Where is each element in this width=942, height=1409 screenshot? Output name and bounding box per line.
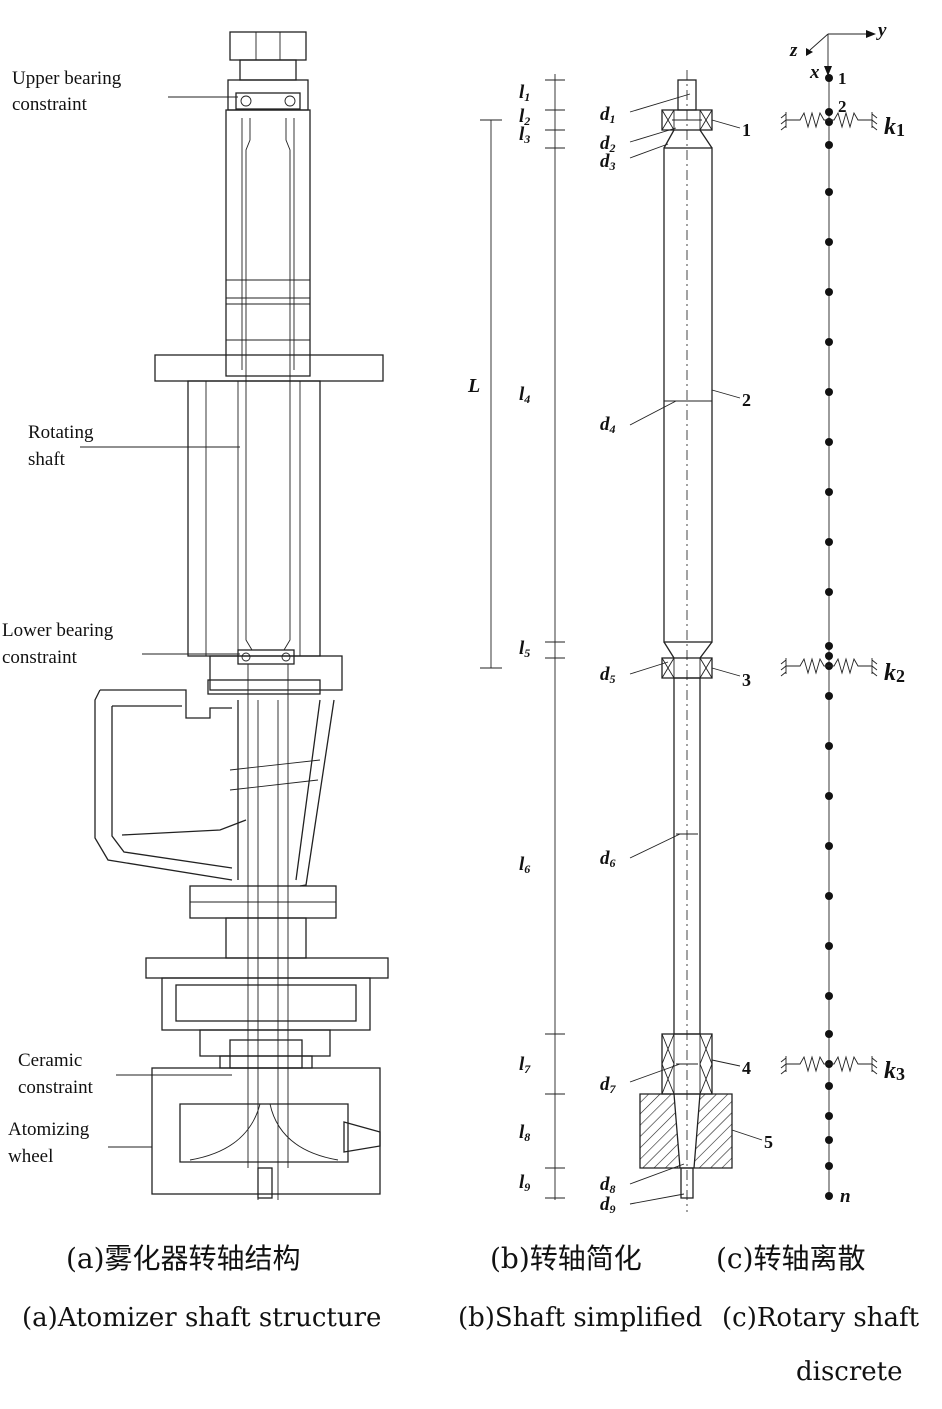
diameter-d1: d1 bbox=[600, 104, 616, 126]
spring-k3-label: k3 bbox=[884, 1058, 905, 1084]
label-rotating-shaft-2: shaft bbox=[28, 449, 66, 470]
length-l2: l2 bbox=[519, 106, 530, 128]
panel-b-shaft bbox=[639, 70, 733, 1212]
diameter-d6: d6 bbox=[600, 848, 616, 870]
node-dot bbox=[825, 692, 833, 700]
node-dot bbox=[825, 141, 833, 149]
node-dot bbox=[825, 642, 833, 650]
panel-a-structure-drawing bbox=[94, 31, 389, 1200]
node-dot bbox=[825, 1030, 833, 1038]
node-dot bbox=[825, 74, 833, 82]
diameter-d8: d8 bbox=[600, 1174, 616, 1196]
node-dot bbox=[825, 1192, 833, 1200]
node-dot bbox=[825, 538, 833, 546]
node-dot bbox=[825, 118, 833, 126]
node-dot bbox=[825, 892, 833, 900]
part-number-leaders bbox=[711, 119, 763, 1141]
part-number-5: 5 bbox=[764, 1132, 773, 1152]
diameter-d7: d7 bbox=[600, 1074, 617, 1096]
panel-b-dimension-lines bbox=[480, 74, 565, 1200]
panel-c-axes bbox=[806, 30, 876, 76]
caption-b-cn: (b)转轴简化 bbox=[490, 1242, 642, 1275]
diameter-leaders bbox=[629, 93, 712, 1205]
node-dot bbox=[825, 288, 833, 296]
label-atomizing: Atomizing bbox=[8, 1119, 90, 1140]
node-dot bbox=[825, 588, 833, 596]
length-l7: l7 bbox=[519, 1054, 531, 1076]
axis-y-label: y bbox=[876, 20, 887, 41]
axis-z-label: z bbox=[789, 40, 798, 61]
node-dot bbox=[825, 438, 833, 446]
diameter-d9: d9 bbox=[600, 1194, 616, 1216]
discrete-nodes bbox=[825, 74, 833, 1200]
node-dot bbox=[825, 1082, 833, 1090]
label-lower-bearing-2: constraint bbox=[2, 647, 78, 668]
node-dot bbox=[825, 1112, 833, 1120]
node-dot bbox=[825, 188, 833, 196]
node-dot bbox=[825, 742, 833, 750]
length-l6: l6 bbox=[519, 854, 530, 876]
part-number-1: 1 bbox=[742, 120, 751, 140]
caption-c-en-2: discrete bbox=[796, 1357, 903, 1387]
node-dot bbox=[825, 1136, 833, 1144]
label-upper-bearing: Upper bearing bbox=[12, 68, 122, 89]
length-l5: l5 bbox=[519, 638, 530, 660]
length-l8: l8 bbox=[519, 1122, 530, 1144]
length-l4: l4 bbox=[519, 384, 530, 406]
label-lower-bearing: Lower bearing bbox=[2, 620, 114, 641]
node-1-label: 1 bbox=[838, 69, 847, 88]
node-dot bbox=[825, 488, 833, 496]
label-upper-bearing-2: constraint bbox=[12, 94, 88, 115]
node-dot bbox=[825, 388, 833, 396]
node-dot bbox=[825, 792, 833, 800]
node-dot bbox=[825, 108, 833, 116]
length-total-L: L bbox=[467, 375, 480, 397]
node-dot bbox=[825, 942, 833, 950]
diameter-d4: d4 bbox=[600, 414, 616, 436]
part-number-2: 2 bbox=[742, 390, 751, 410]
node-dot bbox=[825, 238, 833, 246]
length-l1: l1 bbox=[519, 82, 530, 104]
spring-k1-label: k1 bbox=[884, 114, 905, 140]
node-dot bbox=[825, 992, 833, 1000]
diameter-d2: d2 bbox=[600, 133, 616, 155]
diameter-labels: d1 d2 d3 d4 d5 d6 d7 d8 d9 bbox=[600, 104, 617, 1216]
length-labels: l1 l2 l3 l4 l5 l6 l7 l8 l9 L bbox=[467, 82, 531, 1194]
part-number-4: 4 bbox=[742, 1058, 751, 1078]
caption-a-en: (a)Atomizer shaft structure bbox=[22, 1303, 381, 1333]
label-ceramic: Ceramic bbox=[18, 1050, 82, 1071]
spring-k3 bbox=[780, 1055, 878, 1075]
label-rotating-shaft: Rotating bbox=[28, 422, 94, 443]
node-n-label: n bbox=[840, 1186, 851, 1207]
label-ceramic-2: constraint bbox=[18, 1077, 94, 1098]
caption-b-en: (b)Shaft simplified bbox=[458, 1303, 702, 1333]
diameter-d3: d3 bbox=[600, 151, 616, 173]
label-atomizing-2: wheel bbox=[8, 1146, 53, 1167]
panel-a-leaders bbox=[80, 96, 240, 1148]
length-l3: l3 bbox=[519, 124, 530, 146]
length-l9: l9 bbox=[519, 1172, 530, 1194]
spring-k2-label: k2 bbox=[884, 660, 905, 686]
axis-x-label: x bbox=[809, 62, 820, 83]
part-number-3: 3 bbox=[742, 670, 751, 690]
node-dot bbox=[825, 1162, 833, 1170]
caption-a-cn: (a)雾化器转轴结构 bbox=[66, 1242, 301, 1275]
spring-supports bbox=[780, 111, 878, 1075]
spring-k1 bbox=[780, 111, 878, 131]
diameter-d5: d5 bbox=[600, 664, 616, 686]
node-dot bbox=[825, 338, 833, 346]
caption-c-en: (c)Rotary shaft bbox=[722, 1303, 920, 1333]
node-2-label: 2 bbox=[838, 97, 847, 116]
caption-c-cn: (c)转轴离散 bbox=[716, 1242, 866, 1275]
node-dot bbox=[825, 842, 833, 850]
node-dot bbox=[825, 652, 833, 660]
spring-k2 bbox=[780, 657, 878, 677]
